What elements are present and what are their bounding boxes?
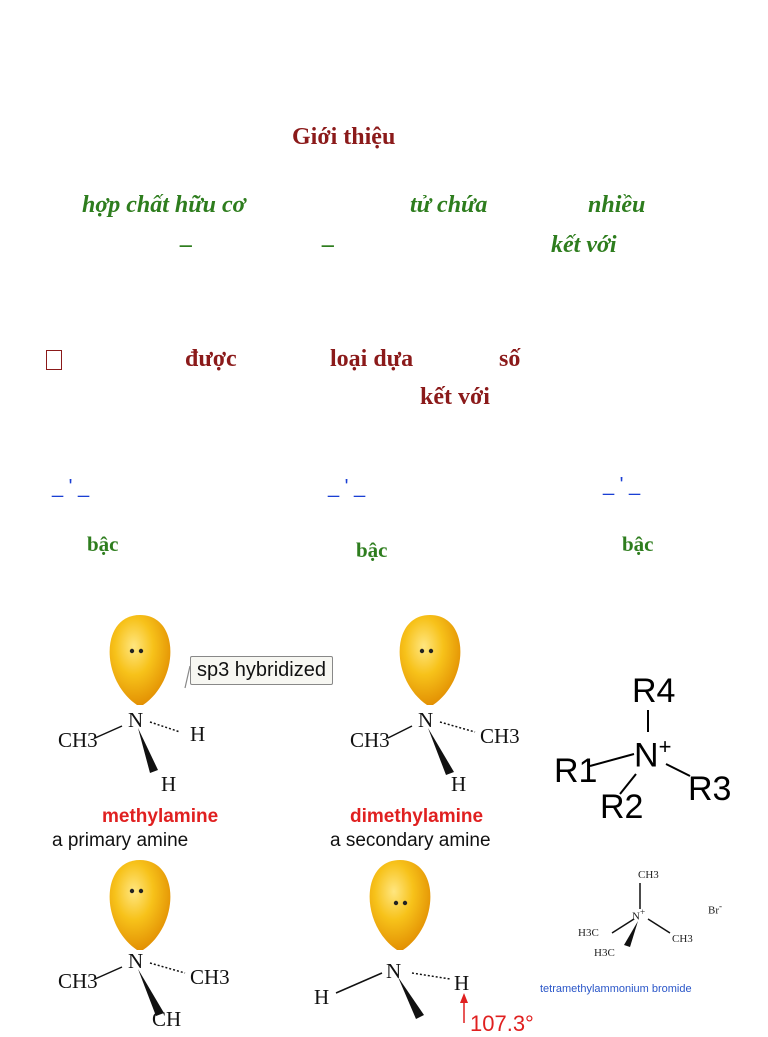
dimethylamine-nitrogen: N (418, 708, 434, 732)
trimethylamine-left-group: CH3 (58, 969, 98, 993)
dimethylamine-left-group: CH3 (350, 728, 390, 752)
bac-label-3: bậc (622, 532, 654, 556)
dimethylamine-desc: a secondary amine (330, 830, 491, 851)
bond-angle-label: 107.3° (470, 1011, 534, 1036)
intro-phrase-3: nhiều (588, 192, 646, 218)
orbital-lobe-icon (94, 615, 191, 773)
tetramethyl-bonds (611, 883, 671, 947)
quaternary-ammonium-structure: R4 N+ R1 R2 R3 (550, 670, 750, 840)
ammonia-structure: N H H 107.3° (300, 855, 560, 1036)
classification-line-2: kết với (420, 384, 490, 410)
trimethylamine-right-group: CH3 (190, 965, 230, 989)
methylamine-name: methylamine (102, 806, 219, 827)
methylamine-right-group: H (190, 722, 206, 746)
bac-label-1: bậc (87, 532, 119, 556)
methylamine-structure: N CH3 H H sp3 hybridized methylamine a p… (40, 610, 370, 860)
classification-word-2: loại dựa (330, 346, 414, 372)
methylamine-bottom-group: H (161, 772, 177, 796)
quaternary-r2: R2 (600, 788, 644, 826)
intro-dash-2: – (322, 232, 334, 258)
orbital-lobe-icon (387, 615, 476, 775)
ammonia-nitrogen: N (386, 959, 402, 983)
methylamine-nitrogen: N (128, 708, 144, 732)
tetramethyl-top: CH3 (638, 869, 659, 881)
page-title: Giới thiệu (292, 124, 396, 150)
quaternary-r1: R1 (554, 752, 598, 790)
methylamine-desc: a primary amine (52, 830, 189, 851)
tetramethyl-left: H3C (578, 927, 599, 939)
tetramethyl-nitrogen: N+ (632, 907, 646, 923)
classification-word-1: được (185, 346, 237, 372)
bac-label-2: bậc (356, 538, 388, 562)
intro-dash-1: – (180, 232, 192, 258)
tetramethyl-bottom: H3C (594, 947, 615, 959)
quaternary-nitrogen: N+ (634, 734, 672, 775)
quaternary-r4: R4 (632, 672, 676, 710)
trimethylamine-nitrogen: N (128, 949, 144, 973)
dimethylamine-structure: N CH3 CH3 H dimethylamine a secondary am… (330, 610, 550, 860)
ammonia-right-atom: H (454, 971, 470, 995)
blue-mark-2: _ ' _ (328, 476, 366, 498)
quaternary-bonds (589, 710, 691, 795)
sp3-hybridized-tag: sp3 hybridized (190, 656, 333, 685)
tetramethyl-caption: tetramethylammonium bromide (540, 983, 692, 995)
blue-mark-3: _ ' _ (603, 474, 641, 496)
intro-phrase-4: kết với (551, 232, 617, 258)
intro-phrase-1: hợp chất hữu cơ (82, 192, 246, 218)
blue-mark-1: _ ' _ (52, 476, 90, 498)
trimethylamine-bottom-group: CH (152, 1007, 182, 1031)
dimethylamine-bottom-group: H (451, 772, 467, 796)
orbital-lobe-icon (335, 860, 468, 1023)
bromide-counter-ion: Br- (708, 901, 723, 917)
bullet-box (46, 350, 62, 370)
tetramethyl-right: CH3 (672, 933, 693, 945)
orbital-lobe-icon (94, 860, 186, 1016)
ammonia-left-atom: H (314, 985, 330, 1009)
dimethylamine-name: dimethylamine (350, 806, 484, 827)
classification-word-3: số (499, 346, 521, 372)
methylamine-left-group: CH3 (58, 728, 98, 752)
intro-phrase-2: tử chứa (410, 192, 488, 218)
quaternary-r3: R3 (688, 770, 732, 808)
dimethylamine-right-group: CH3 (480, 724, 520, 748)
tetramethylammonium-structure: CH3 N+ H3C CH3 H3C Br- tetramethylammoni… (540, 865, 765, 1005)
trimethylamine-structure: N CH3 CH3 CH (40, 855, 300, 1031)
